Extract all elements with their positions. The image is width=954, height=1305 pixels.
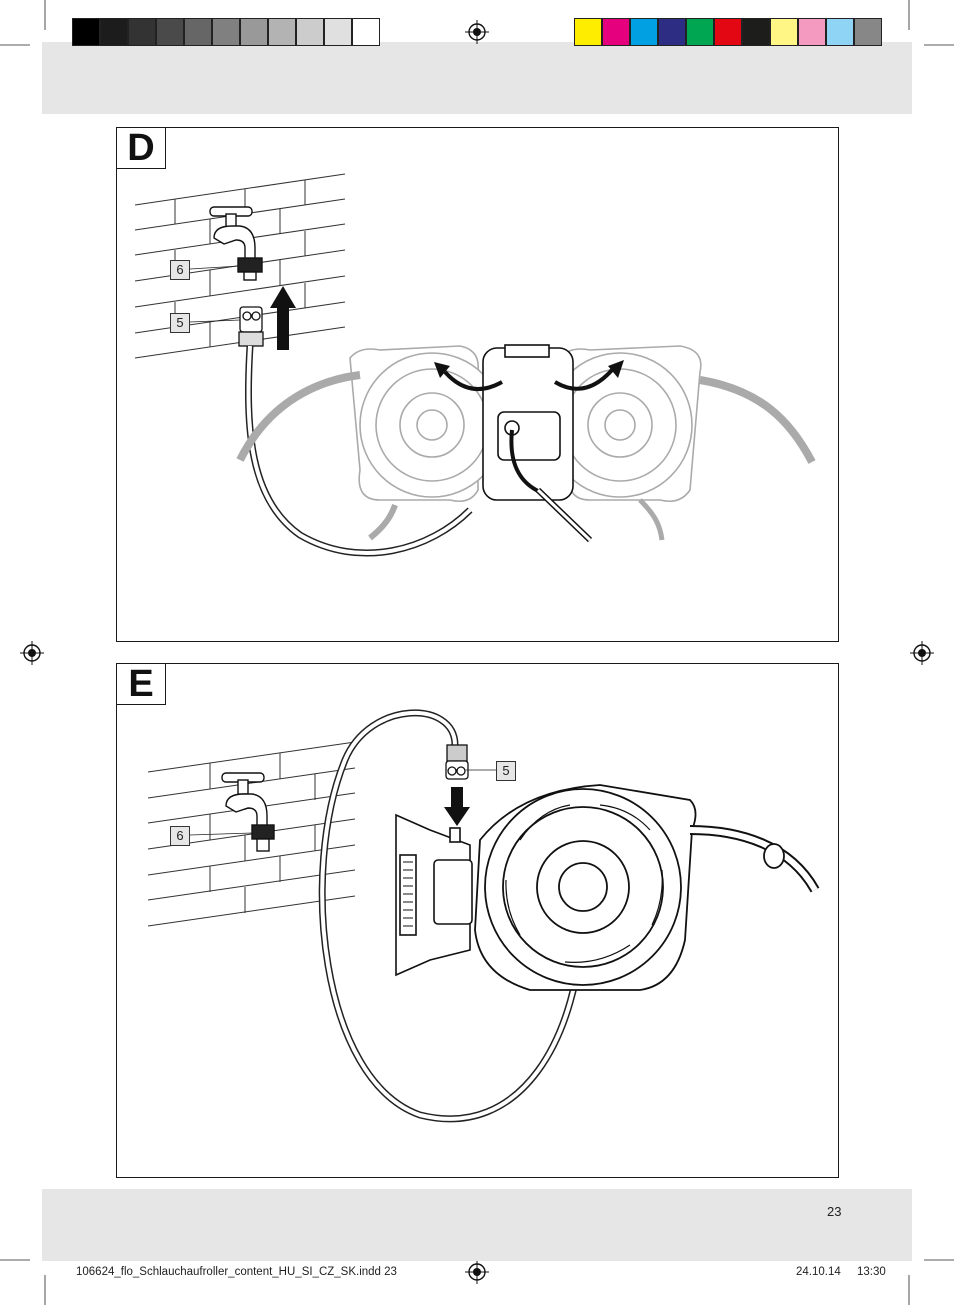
color-swatch [686, 18, 714, 46]
panel-label-d: D [116, 127, 166, 169]
color-swatch [268, 18, 296, 46]
callout-6: 6 [170, 260, 190, 280]
registration-mark-icon [465, 1260, 489, 1284]
color-swatch [296, 18, 324, 46]
registration-mark-icon [910, 641, 934, 665]
hose-connector [238, 306, 264, 347]
color-swatch [240, 18, 268, 46]
color-swatch [630, 18, 658, 46]
color-swatch [212, 18, 240, 46]
registration-mark-icon [20, 641, 44, 665]
panel-label-e: E [116, 663, 166, 705]
color-swatch [184, 18, 212, 46]
slug-time: 13:30 [857, 1266, 886, 1278]
registration-mark-icon [465, 20, 489, 44]
hose-connector [445, 744, 469, 780]
color-swatch [770, 18, 798, 46]
callout-5: 5 [496, 761, 516, 781]
color-swatch [100, 18, 128, 46]
reel-slots [505, 804, 663, 963]
arrow-down-icon [444, 787, 470, 826]
color-swatch [798, 18, 826, 46]
color-swatch [128, 18, 156, 46]
callout-6: 6 [170, 826, 190, 846]
color-swatch [854, 18, 882, 46]
file-slug: 106624_flo_Schlauchaufroller_content_HU_… [76, 1266, 397, 1278]
slug-date: 24.10.14 [796, 1266, 841, 1278]
hose-reel [474, 784, 820, 991]
color-swatch [714, 18, 742, 46]
arrow-up-icon [270, 286, 296, 350]
top-band [42, 42, 912, 114]
color-swatch [574, 18, 602, 46]
reel-side-view [482, 344, 593, 543]
color-swatch [602, 18, 630, 46]
color-swatch [658, 18, 686, 46]
curved-arrow-icon [443, 368, 614, 391]
water-tap [221, 772, 275, 852]
bottom-band [42, 1189, 912, 1261]
bracket-vents [403, 861, 413, 927]
color-swatch [72, 18, 100, 46]
water-tap [209, 206, 263, 281]
callout-5: 5 [170, 313, 190, 333]
color-swatch [742, 18, 770, 46]
color-swatch [156, 18, 184, 46]
color-swatch [826, 18, 854, 46]
color-swatch [324, 18, 352, 46]
color-swatch [352, 18, 380, 46]
wall-bracket [395, 813, 473, 977]
page-number: 23 [827, 1204, 842, 1219]
